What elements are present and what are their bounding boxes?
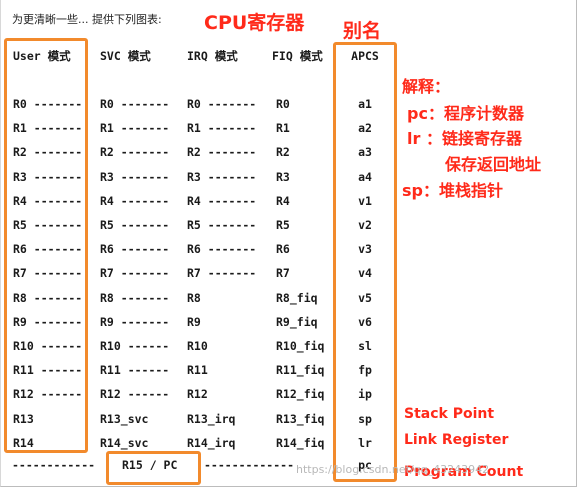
header-fiq-mode: FIQ 模式 xyxy=(272,49,323,63)
sp-explanation: sp：堆栈指针 xyxy=(402,181,503,200)
register-cell: R11 xyxy=(187,363,208,377)
register-cell: R12 ------ xyxy=(100,387,170,401)
register-cell: R4 ------- xyxy=(187,194,257,208)
register-cell: R2 ------- xyxy=(187,145,257,159)
register-cell: R14_irq xyxy=(187,436,236,450)
last-row-left-dashes: ------------ xyxy=(12,458,96,472)
register-cell: R2 ------- xyxy=(13,145,83,159)
apcs-alias-cell: a3 xyxy=(358,145,372,159)
register-cell: R1 ------- xyxy=(13,121,83,135)
apcs-alias-cell: v3 xyxy=(358,242,372,256)
program-count-label: Program Count xyxy=(404,464,524,480)
register-cell: R4 ------- xyxy=(100,194,170,208)
register-cell: R3 ------- xyxy=(100,170,170,184)
register-cell: R6 ------- xyxy=(187,242,257,256)
register-cell: R2 ------- xyxy=(100,145,170,159)
register-cell: R0 ------- xyxy=(187,97,257,111)
register-cell: R1 ------- xyxy=(100,121,170,135)
lr-explanation: lr ：链接寄存器 xyxy=(407,129,522,148)
last-row-right-dashes: ------------- xyxy=(204,458,295,472)
register-cell: R8 ------- xyxy=(100,291,170,305)
register-cell: R9_fiq xyxy=(276,315,318,329)
register-cell: R3 ------- xyxy=(13,170,83,184)
apcs-highlight-box xyxy=(333,42,397,482)
intro-text: 为更清晰一些... 提供下列图表: xyxy=(12,13,162,26)
apcs-alias-cell: v2 xyxy=(358,218,372,232)
link-register-label: Link Register xyxy=(404,432,509,448)
register-cell: R1 xyxy=(276,121,290,135)
apcs-alias-cell: v1 xyxy=(358,194,372,208)
register-cell: R12 ------ xyxy=(13,387,83,401)
r15-highlight-box xyxy=(106,451,201,485)
register-cell: R1 ------- xyxy=(187,121,257,135)
register-cell: R0 xyxy=(276,97,290,111)
register-cell: R7 ------- xyxy=(187,266,257,280)
register-cell: R0 ------- xyxy=(13,97,83,111)
apcs-alias-cell: fp xyxy=(358,363,372,377)
register-cell: R13_svc xyxy=(100,412,149,426)
register-cell: R6 ------- xyxy=(100,242,170,256)
watermark: https://blog.csdn.net/qq_43243942 xyxy=(296,463,490,476)
register-cell: R14 xyxy=(13,436,34,450)
apcs-alias-cell: lr xyxy=(358,436,372,450)
apcs-alias-cell: sl xyxy=(358,339,372,353)
pc-explanation: pc：程序计数器 xyxy=(407,104,524,123)
register-cell: R10_fiq xyxy=(276,339,325,353)
alias-label: 别名 xyxy=(343,20,382,42)
header-user-mode: User 模式 xyxy=(13,49,71,63)
lr-explanation-continued: 保存返回地址 xyxy=(445,155,542,174)
pc-alias: pc xyxy=(358,458,372,472)
register-cell: R12 xyxy=(187,387,208,401)
apcs-alias-cell: a1 xyxy=(358,97,372,111)
register-cell: R8 xyxy=(187,291,201,305)
register-cell: R13 xyxy=(13,412,34,426)
explanation-label: 解释： xyxy=(402,77,451,96)
apcs-alias-cell: ip xyxy=(358,387,372,401)
register-cell: R3 ------- xyxy=(187,170,257,184)
apcs-alias-cell: v5 xyxy=(358,291,372,305)
register-cell: R5 xyxy=(276,218,290,232)
register-cell: R14_fiq xyxy=(276,436,325,450)
register-cell: R7 ------- xyxy=(13,266,83,280)
register-cell: R9 ------- xyxy=(13,315,83,329)
register-cell: R5 ------- xyxy=(187,218,257,232)
register-cell: R4 ------- xyxy=(13,194,83,208)
register-cell: R10 ------ xyxy=(100,339,170,353)
register-cell: R11 ------ xyxy=(100,363,170,377)
cpu-registers-label: CPU寄存器 xyxy=(204,12,305,34)
header-apcs: APCS xyxy=(351,49,379,63)
apcs-alias-cell: v4 xyxy=(358,266,372,280)
register-cell: R8 ------- xyxy=(13,291,83,305)
register-cell: R5 ------- xyxy=(100,218,170,232)
register-cell: R7 ------- xyxy=(100,266,170,280)
register-cell: R6 ------- xyxy=(13,242,83,256)
register-cell: R13_fiq xyxy=(276,412,325,426)
register-cell: R10 ------ xyxy=(13,339,83,353)
register-cell: R10 xyxy=(187,339,208,353)
register-cell: R12_fiq xyxy=(276,387,325,401)
register-cell: R4 xyxy=(276,194,290,208)
register-cell: R14_svc xyxy=(100,436,149,450)
header-irq-mode: IRQ 模式 xyxy=(187,49,238,63)
register-cell: R2 xyxy=(276,145,290,159)
r15-pc-label: R15 / PC xyxy=(122,458,178,472)
register-cell: R6 xyxy=(276,242,290,256)
register-cell: R3 xyxy=(276,170,290,184)
register-cell: R0 ------- xyxy=(100,97,170,111)
stack-point-label: Stack Point xyxy=(404,406,495,422)
register-cell: R13_irq xyxy=(187,412,236,426)
register-cell: R11_fiq xyxy=(276,363,325,377)
apcs-alias-cell: a2 xyxy=(358,121,372,135)
register-cell: R8_fiq xyxy=(276,291,318,305)
header-svc-mode: SVC 模式 xyxy=(100,49,151,63)
apcs-alias-cell: a4 xyxy=(358,170,372,184)
user-mode-highlight-box xyxy=(4,38,88,453)
register-cell: R5 ------- xyxy=(13,218,83,232)
register-cell: R9 ------- xyxy=(100,315,170,329)
register-cell: R11 ------ xyxy=(13,363,83,377)
register-cell: R9 xyxy=(187,315,201,329)
apcs-alias-cell: v6 xyxy=(358,315,372,329)
register-cell: R7 xyxy=(276,266,290,280)
apcs-alias-cell: sp xyxy=(358,412,372,426)
